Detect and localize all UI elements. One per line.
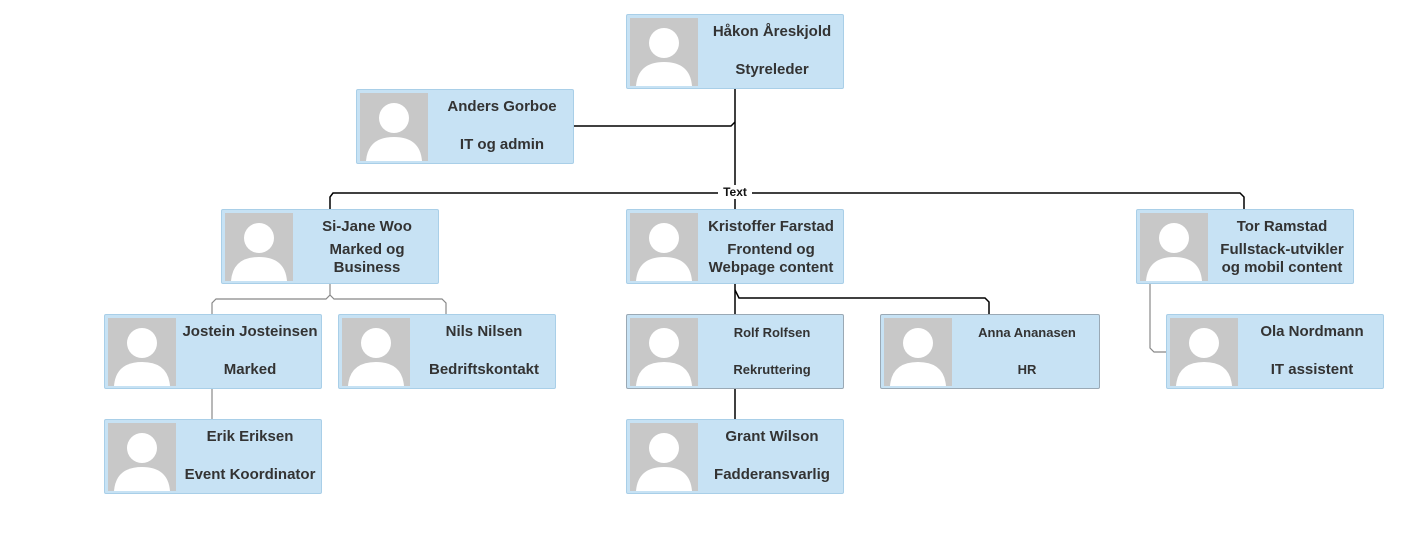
- card-nils[interactable]: Nils Nilsen Bedriftskontakt: [338, 314, 556, 389]
- card-hakon[interactable]: Håkon Åreskjold Styreleder: [626, 14, 844, 89]
- card-grant[interactable]: Grant Wilson Fadderansvarlig: [626, 419, 844, 494]
- person-name: Anna Ananasen: [978, 325, 1076, 340]
- person-name: Ola Nordmann: [1260, 323, 1364, 340]
- connector-anders: [573, 121, 736, 127]
- person-role: Frontend og Webpage content: [708, 241, 834, 276]
- person-name: Kristoffer Farstad: [708, 218, 834, 235]
- person-name: Grant Wilson: [725, 428, 819, 445]
- person-role: Styreleder: [735, 61, 809, 78]
- card-anna[interactable]: Anna Ananasen HR: [880, 314, 1100, 389]
- avatar-placeholder-icon: [108, 318, 176, 386]
- person-name: Håkon Åreskjold: [712, 23, 832, 40]
- person-name: Si-Jane Woo: [322, 218, 412, 235]
- person-name: Anders Gorboe: [447, 98, 557, 115]
- avatar-placeholder-icon: [342, 318, 410, 386]
- avatar-placeholder-icon: [884, 318, 952, 386]
- avatar-placeholder-icon: [630, 18, 698, 86]
- person-role: IT assistent: [1270, 361, 1354, 378]
- connector-ola: [1149, 283, 1166, 353]
- person-name: Erik Eriksen: [206, 428, 294, 445]
- avatar-placeholder-icon: [630, 318, 698, 386]
- person-role: Rekruttering: [733, 362, 811, 377]
- card-tor[interactable]: Tor Ramstad Fullstack-utvikler og mobil …: [1136, 209, 1354, 284]
- card-jostein[interactable]: Jostein Josteinsen Marked: [104, 314, 322, 389]
- avatar-placeholder-icon: [360, 93, 428, 161]
- card-anders[interactable]: Anders Gorboe IT og admin: [356, 89, 574, 164]
- avatar-placeholder-icon: [1170, 318, 1238, 386]
- person-name: Rolf Rolfsen: [733, 325, 811, 340]
- person-name: Nils Nilsen: [445, 323, 523, 340]
- card-erik[interactable]: Erik Eriksen Event Koordinator: [104, 419, 322, 494]
- card-ola[interactable]: Ola Nordmann IT assistent: [1166, 314, 1384, 389]
- connector-nils: [329, 294, 447, 315]
- avatar-placeholder-icon: [1140, 213, 1208, 281]
- avatar-placeholder-icon: [225, 213, 293, 281]
- card-rolf[interactable]: Rolf Rolfsen Rekruttering: [626, 314, 844, 389]
- person-role: Event Koordinator: [184, 466, 316, 483]
- card-kristoffer[interactable]: Kristoffer Farstad Frontend og Webpage c…: [626, 209, 844, 284]
- avatar-placeholder-icon: [630, 423, 698, 491]
- person-role: Bedriftskontakt: [428, 361, 540, 378]
- person-name: Tor Ramstad: [1236, 218, 1328, 235]
- person-role: Fullstack-utvikler og mobil content: [1220, 241, 1344, 276]
- person-role: IT og admin: [459, 136, 545, 153]
- connector-bus: [329, 192, 1245, 210]
- connector-sijane-children: [211, 283, 331, 315]
- connector-label: Text: [718, 185, 752, 199]
- person-role: Marked og Business: [329, 241, 405, 276]
- avatar-placeholder-icon: [630, 213, 698, 281]
- person-role: Marked: [223, 361, 277, 378]
- person-role: HR: [1017, 362, 1037, 377]
- connector-anna: [734, 289, 990, 315]
- card-sijane[interactable]: Si-Jane Woo Marked og Business: [221, 209, 439, 284]
- person-name: Jostein Josteinsen: [182, 323, 318, 340]
- avatar-placeholder-icon: [108, 423, 176, 491]
- person-role: Fadderansvarlig: [714, 466, 830, 483]
